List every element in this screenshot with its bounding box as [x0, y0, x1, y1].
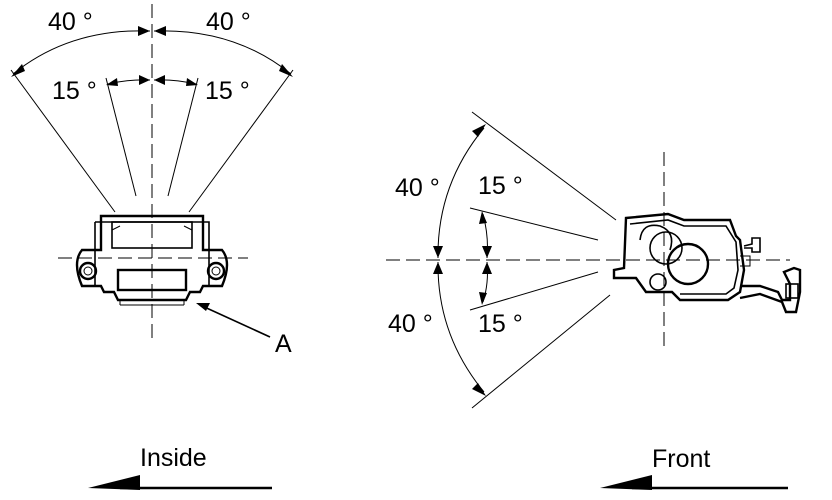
sensor-body-front: [75, 214, 229, 306]
left-outer-arc-left: [12, 30, 151, 75]
right-inner-arrowhead-1: [479, 211, 487, 224]
left-inner-arrowhead-3: [154, 75, 165, 85]
left-outer-arrowhead-2: [138, 26, 150, 36]
inside-label: Inside: [140, 444, 207, 472]
part-a-leader: [199, 304, 271, 338]
right-outer-arc-top: [437, 127, 485, 259]
right-inner-arrowhead-4: [479, 292, 487, 305]
left-inner-arrowhead-1: [106, 78, 118, 86]
left-outer-arrowhead-3: [154, 26, 166, 36]
left-angle-inner-right-label: 15 °: [205, 77, 250, 105]
left-outer-40-line-right: [188, 69, 294, 213]
right-view: 40 ° 15 ° 40 ° 15 ° Front: [386, 111, 802, 490]
part-a-arrowhead: [196, 303, 210, 311]
left-angle-inner-left-label: 15 °: [52, 77, 97, 105]
right-outer-40-line-top: [471, 111, 617, 221]
right-outer-arrowhead-1: [472, 124, 486, 137]
right-angle-inner-bottom-label: 15 °: [478, 310, 523, 338]
right-angle-outer-bottom-label: 40 °: [388, 310, 433, 338]
left-outer-arc-right: [153, 30, 292, 75]
arrow-left-icon: [88, 475, 272, 490]
left-inner-arrowhead-4: [186, 78, 198, 86]
right-inner-arrowhead-3: [482, 262, 492, 274]
right-outer-arrowhead-3: [433, 262, 443, 274]
right-outer-arrowhead-2: [433, 246, 443, 258]
right-outer-40-line-bottom: [471, 294, 611, 409]
right-outer-arc-bottom: [437, 261, 485, 393]
left-inner-arrowhead-2: [139, 75, 150, 85]
left-angle-outer-right-label: 40 °: [206, 8, 251, 36]
part-a-label: A: [275, 330, 292, 358]
right-outer-arrowhead-4: [472, 383, 486, 396]
left-angle-outer-left-label: 40 °: [48, 8, 93, 36]
right-inner-arrowhead-2: [482, 246, 492, 258]
front-label: Front: [652, 445, 710, 473]
right-angle-inner-top-label: 15 °: [478, 172, 523, 200]
right-inner-15-line-bottom: [469, 271, 599, 311]
sensor-body-side: [612, 212, 802, 314]
right-angle-outer-top-label: 40 °: [395, 174, 440, 202]
left-outer-arrowhead-4: [279, 64, 293, 77]
left-inner-15-line-right: [167, 77, 199, 197]
left-outer-arrowhead-1: [11, 64, 25, 77]
right-inner-15-line-top: [469, 207, 599, 241]
left-inner-15-line-left: [105, 77, 137, 197]
left-view: 40 ° 40 ° 15 ° 15 ° A Inside: [10, 4, 294, 490]
left-outer-40-line-left: [10, 69, 116, 213]
arrow-left-icon: [600, 475, 788, 490]
